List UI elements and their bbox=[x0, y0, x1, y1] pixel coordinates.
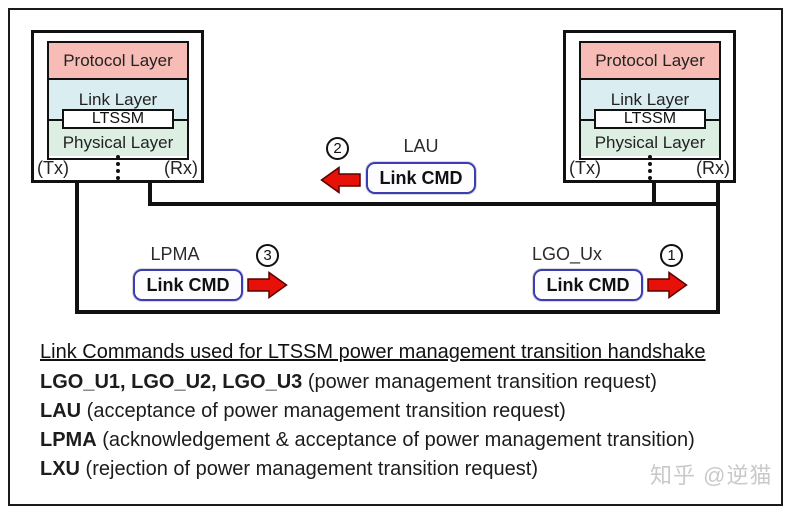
tx-label: (Tx) bbox=[569, 158, 601, 178]
step-2-badge: 2 bbox=[326, 137, 349, 160]
device-left: Protocol Layer Link Layer Physical Layer… bbox=[31, 30, 204, 183]
device-right: Protocol Layer Link Layer Physical Layer… bbox=[563, 30, 736, 183]
legend-desc: (acceptance of power management transiti… bbox=[81, 400, 566, 422]
legend-entry-lgo: LGO_U1, LGO_U2, LGO_U3 (power management… bbox=[40, 371, 657, 394]
step-1-badge: 1 bbox=[660, 244, 683, 267]
legend-term: LXU bbox=[40, 458, 80, 480]
legend-title: Link Commands used for LTSSM power manag… bbox=[40, 341, 706, 363]
wire-left-tx-drop bbox=[75, 182, 79, 314]
legend-term: LPMA bbox=[40, 429, 97, 451]
legend-desc: (acknowledgement & acceptance of power m… bbox=[96, 429, 695, 451]
legend-entry-lpma: LPMA (acknowledgement & acceptance of po… bbox=[40, 429, 695, 452]
lpma-label: LPMA bbox=[150, 244, 200, 264]
legend-entry-lau: LAU (acceptance of power management tran… bbox=[40, 400, 566, 423]
layer-stack-right: Protocol Layer Link Layer Physical Layer… bbox=[579, 41, 721, 160]
wire-lower-link bbox=[75, 310, 720, 314]
legend-desc: (rejection of power management transitio… bbox=[80, 458, 539, 480]
watermark: 知乎 @逆猫 bbox=[650, 463, 773, 488]
ltssm-box: LTSSM bbox=[594, 109, 706, 129]
rx-label: (Rx) bbox=[164, 158, 198, 178]
protocol-layer: Protocol Layer bbox=[49, 43, 187, 80]
step-3-badge: 3 bbox=[256, 244, 279, 267]
layer-stack-left: Protocol Layer Link Layer Physical Layer… bbox=[47, 41, 189, 160]
ltssm-box: LTSSM bbox=[62, 109, 174, 129]
txrx-row: (Tx) (Rx) bbox=[566, 158, 733, 179]
txrx-row: (Tx) (Rx) bbox=[34, 158, 201, 179]
lau-link-cmd-box: Link CMD bbox=[366, 162, 476, 194]
tx-label: (Tx) bbox=[37, 158, 69, 178]
lgo-link-cmd-box: Link CMD bbox=[533, 269, 643, 301]
arrow-right-icon bbox=[247, 271, 288, 299]
lgo-ux-label: LGO_Ux bbox=[531, 244, 603, 264]
wire-right-tx-drop bbox=[652, 182, 656, 206]
wire-left-rx-drop bbox=[148, 182, 152, 206]
legend-term: LAU bbox=[40, 400, 82, 422]
arrow-left-icon bbox=[320, 166, 361, 194]
protocol-layer: Protocol Layer bbox=[581, 43, 719, 80]
tx-rx-divider bbox=[647, 155, 652, 180]
legend-term: LGO_U1, LGO_U2, LGO_U3 bbox=[40, 371, 303, 393]
arrow-right-icon bbox=[647, 271, 688, 299]
wire-upper-link bbox=[148, 202, 720, 206]
lpma-link-cmd-box: Link CMD bbox=[133, 269, 243, 301]
tx-rx-divider bbox=[115, 155, 120, 180]
rx-label: (Rx) bbox=[696, 158, 730, 178]
wire-right-rx-drop bbox=[716, 182, 720, 314]
legend-entry-lxu: LXU (rejection of power management trans… bbox=[40, 458, 538, 481]
lau-label: LAU bbox=[403, 136, 439, 156]
legend-desc: (power management transition request) bbox=[302, 371, 657, 393]
